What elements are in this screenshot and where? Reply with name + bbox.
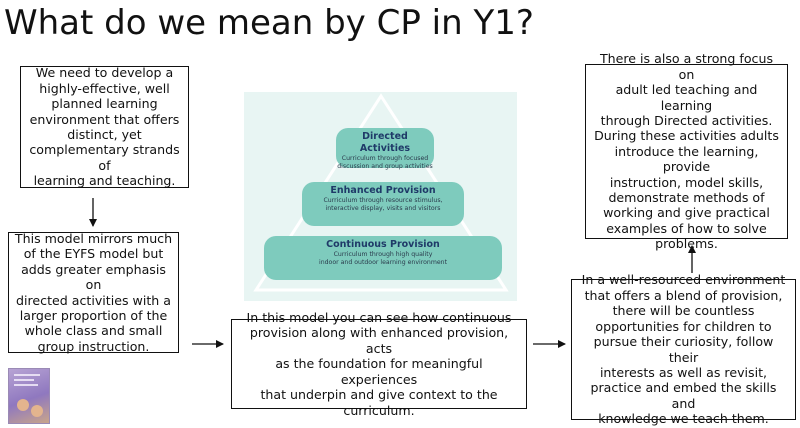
text-line: there will be countless (612, 303, 755, 319)
text-box-directed-activities: There is also a strong focus on adult le… (585, 51, 788, 251)
text-box-eyfs-model: This model mirrors much of the EYFS mode… (8, 230, 179, 354)
tier-title: Continuous Provision (326, 239, 440, 250)
text-line: opportunities for children to (595, 318, 772, 334)
text-line: introduce the learning, provide (614, 143, 759, 175)
text-line: planned learning (51, 96, 158, 112)
text-line: complementary strands of (29, 142, 180, 173)
text-line: demonstrate methods of (608, 190, 765, 206)
tier-description: indoor and outdoor learning environment (318, 259, 447, 266)
text-line: whole class and small (24, 323, 163, 339)
text-line: problems. (655, 236, 718, 252)
text-line: This model mirrors much (14, 230, 173, 246)
text-line: During these activities adults (594, 128, 779, 144)
text-line: that underpin and give context to the (260, 387, 498, 403)
text-line: environment that offers (29, 111, 180, 127)
text-line: We need to develop a (35, 65, 174, 81)
child-face-icon (31, 405, 43, 417)
tier-enhanced-provision: Enhanced Provision Curriculum through re… (302, 182, 464, 226)
text-line: larger proportion of the (19, 307, 168, 323)
child-face-icon (17, 399, 29, 411)
tier-description: Curriculum through high quality (333, 251, 433, 258)
book-cover-thumbnail (8, 368, 50, 424)
text-line: adult led teaching and learning (615, 82, 758, 113)
text-line: as the foundation for meaningful experie… (275, 356, 483, 387)
thumb-text-line (14, 384, 38, 386)
text-line: adds greater emphasis on (21, 261, 166, 293)
tier-title: Enhanced Provision (330, 185, 436, 196)
text-line: pursue their curiosity, follow their (593, 334, 774, 365)
tier-description: discussion and group activities (337, 163, 433, 170)
tier-title: Directed Activities (359, 131, 411, 154)
text-line: highly-effective, well (39, 80, 170, 96)
text-line: of the EYFS model but (23, 246, 164, 262)
text-line: provision along with enhanced provision,… (249, 325, 509, 356)
text-line: distinct, yet (67, 127, 142, 142)
tier-description: Curriculum through focused (341, 155, 429, 162)
text-line: instruction, model skills, (609, 174, 764, 190)
tier-description: Curriculum through resource stimulus, (323, 197, 443, 204)
text-line: examples of how to solve (606, 220, 767, 236)
text-line: interests as well as revisit, (599, 364, 768, 380)
text-line: knowledge we teach them. (598, 411, 769, 427)
text-line: that offers a blend of provision, (584, 287, 783, 303)
page-title: What do we mean by CP in Y1? (4, 3, 534, 43)
text-line: In a well-resourced environment (581, 272, 786, 288)
text-box-continuous-provision: In this model you can see how continuous… (231, 310, 527, 418)
provision-pyramid: Directed Activities Curriculum through f… (244, 92, 517, 301)
text-line: curriculum. (343, 402, 415, 418)
text-line: working and give practical (603, 205, 770, 221)
tier-continuous-provision: Continuous Provision Curriculum through … (264, 236, 502, 280)
text-line: learning and teaching. (33, 173, 176, 189)
text-box-well-resourced: In a well-resourced environment that off… (571, 272, 796, 426)
tier-directed-activities: Directed Activities Curriculum through f… (336, 128, 434, 170)
text-box-develop-environment: We need to develop a highly-effective, w… (20, 65, 189, 189)
text-line: group instruction. (37, 338, 150, 354)
text-line: through Directed activities. (600, 112, 773, 128)
text-line: directed activities with a (16, 292, 171, 308)
tier-description: interactive display, visits and visitors (325, 205, 441, 212)
thumb-text-line (14, 379, 34, 381)
thumb-text-line (14, 374, 40, 376)
text-line: There is also a strong focus on (599, 51, 774, 82)
text-line: In this model you can see how continuous (246, 310, 512, 326)
text-line: practice and embed the skills and (590, 380, 777, 411)
